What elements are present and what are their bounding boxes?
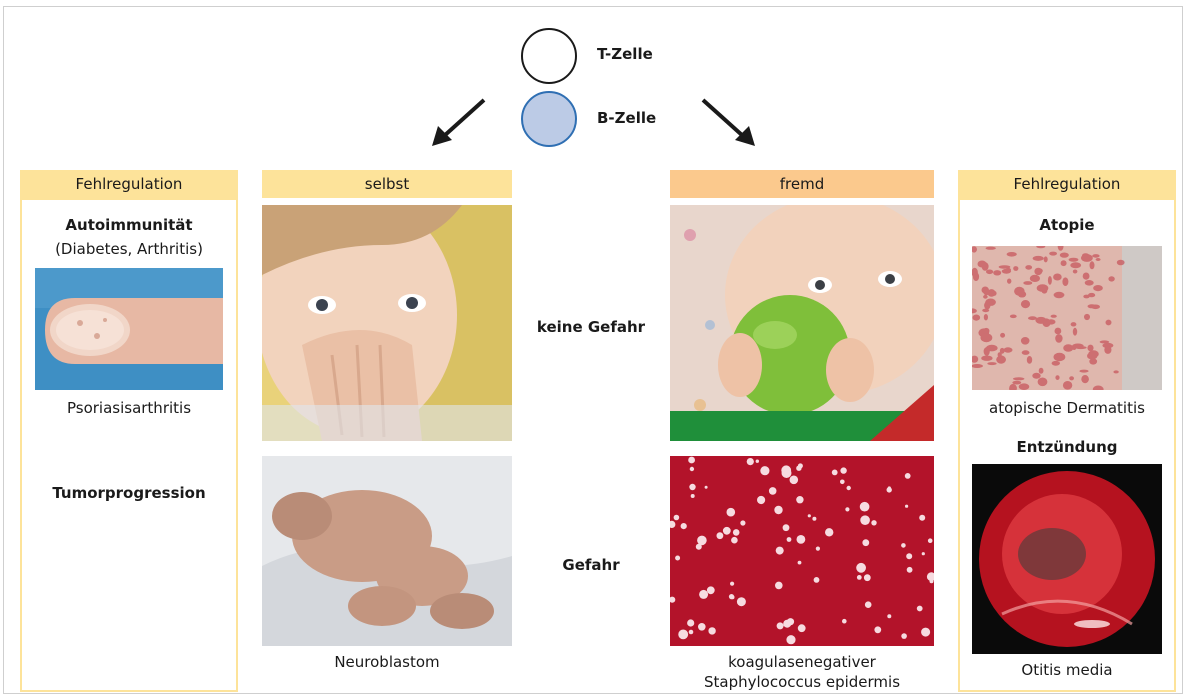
t-cell-circle — [521, 28, 577, 84]
child-hand-over-mouth-image — [262, 205, 512, 441]
neuroblastom-caption: Neuroblastom — [262, 652, 512, 672]
header-foreign: fremd — [670, 170, 934, 198]
atopic-dermatitis-caption: atopische Dermatitis — [958, 398, 1176, 418]
psoriatic-nail-image — [35, 268, 223, 390]
inflammation-title: Entzündung — [958, 438, 1176, 456]
header-self: selbst — [262, 170, 512, 198]
b-cell-label: B-Zelle — [597, 109, 656, 127]
psoriasisarthritis-caption: Psoriasisarthritis — [20, 398, 238, 418]
neuroblastoma-infant-image — [262, 456, 512, 646]
t-cell-label: T-Zelle — [597, 45, 653, 63]
staphylococcus-caption-line1: koagulasenegativer — [670, 652, 934, 672]
autoimmunity-title: Autoimmunität — [20, 216, 238, 234]
atopy-title: Atopie — [958, 216, 1176, 234]
b-cell-circle — [521, 91, 577, 147]
atopic-dermatitis-image — [972, 246, 1162, 390]
arrow-right-icon — [693, 92, 763, 152]
staphylococcus-culture-image — [670, 456, 934, 646]
autoimmunity-subtitle: (Diabetes, Arthritis) — [20, 240, 238, 258]
header-right-dysregulation: Fehlregulation — [958, 170, 1176, 198]
otitis-media-caption: Otitis media — [958, 660, 1176, 680]
otitis-media-image — [972, 464, 1162, 654]
row-label-no-danger: keine Gefahr — [512, 318, 670, 336]
tumor-progression-title: Tumorprogression — [20, 484, 238, 502]
staphylococcus-caption-line2: Staphylococcus epidermis — [670, 672, 934, 692]
arrow-left-icon — [424, 92, 494, 152]
row-label-danger: Gefahr — [512, 556, 670, 574]
baby-eating-apple-image — [670, 205, 934, 441]
header-left-dysregulation: Fehlregulation — [20, 170, 238, 198]
